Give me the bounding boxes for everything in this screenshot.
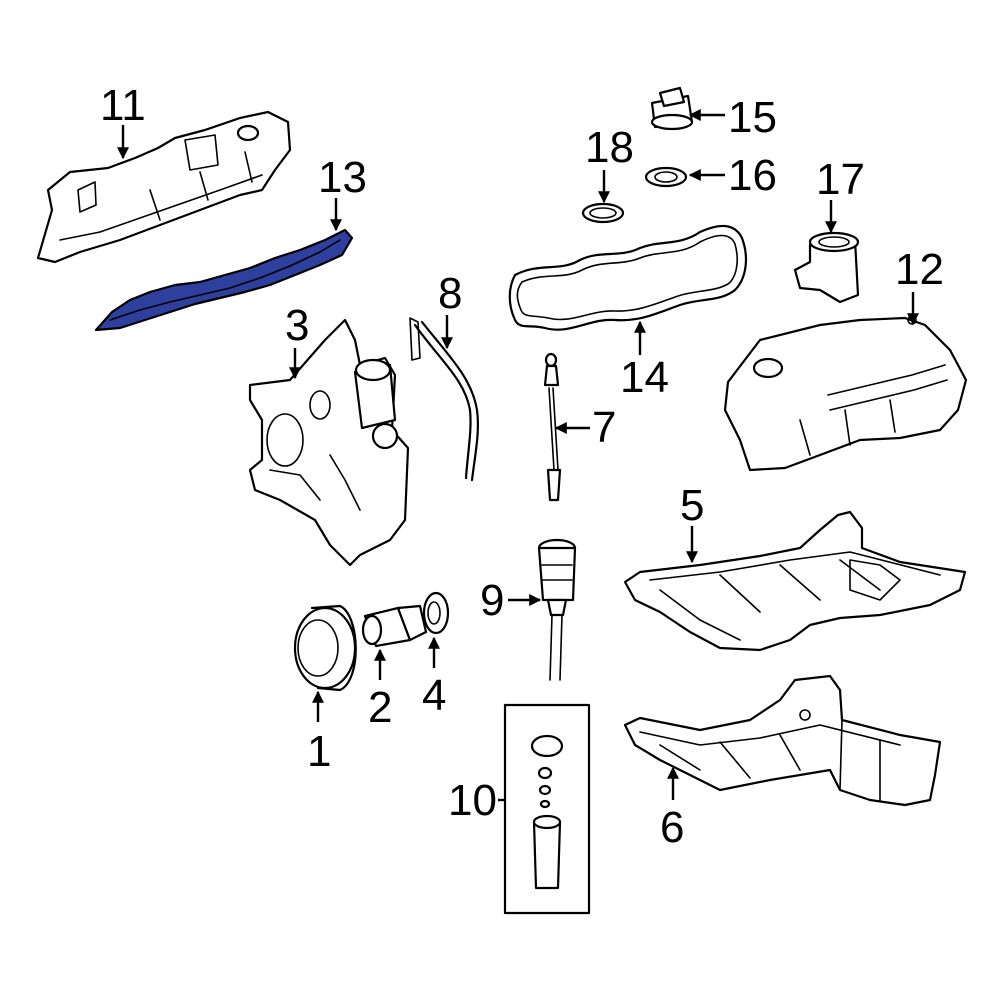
callout-12: 12 (895, 245, 944, 294)
callout-13: 13 (318, 153, 367, 202)
callout-18: 18 (585, 123, 634, 172)
part-8-dipstick-tube[interactable] (409, 317, 480, 482)
part-17-filler-neck[interactable] (793, 231, 860, 304)
callout-6: 6 (660, 803, 684, 852)
callout-16: 16 (728, 151, 777, 200)
part-5-upper-oil-pan[interactable] (623, 510, 967, 652)
part-18-o-ring[interactable] (581, 202, 625, 224)
callout-8: 8 (438, 269, 462, 318)
callout-17: 17 (816, 155, 865, 204)
callout-3: 3 (285, 301, 309, 350)
part-13-valve-cover-gasket[interactable] (94, 228, 354, 332)
callout-2: 2 (368, 683, 392, 732)
callout-11: 11 (100, 81, 146, 130)
part-4-seal[interactable] (422, 591, 450, 635)
callout-7: 7 (592, 403, 616, 452)
callout-9: 9 (480, 576, 504, 625)
leader-lines (117, 109, 919, 802)
callout-10: 10 (448, 776, 497, 825)
callout-15: 15 (728, 93, 777, 142)
part-6-lower-oil-pan[interactable] (623, 674, 942, 807)
part-15-oil-filler-cap[interactable] (650, 86, 694, 131)
part-16-seal-ring[interactable] (644, 166, 688, 188)
callout-1: 1 (307, 727, 331, 776)
part-11-valve-cover-left[interactable] (36, 110, 292, 264)
part-12-valve-cover-right[interactable] (723, 315, 968, 472)
part-14-oil-pan-gasket[interactable] (508, 224, 748, 331)
callout-labels: 11 13 3 8 7 14 15 16 18 17 12 9 10 1 2 4… (100, 81, 944, 852)
callout-14: 14 (620, 353, 669, 402)
callout-4: 4 (422, 671, 446, 720)
part-1-pulley[interactable] (293, 604, 357, 692)
part-10-filter-kit[interactable] (503, 703, 591, 915)
callout-5: 5 (680, 481, 704, 530)
part-3-timing-cover[interactable] (248, 318, 410, 567)
part-9-oil-filter-housing[interactable] (537, 538, 577, 681)
part-2-spacer[interactable] (361, 604, 428, 648)
